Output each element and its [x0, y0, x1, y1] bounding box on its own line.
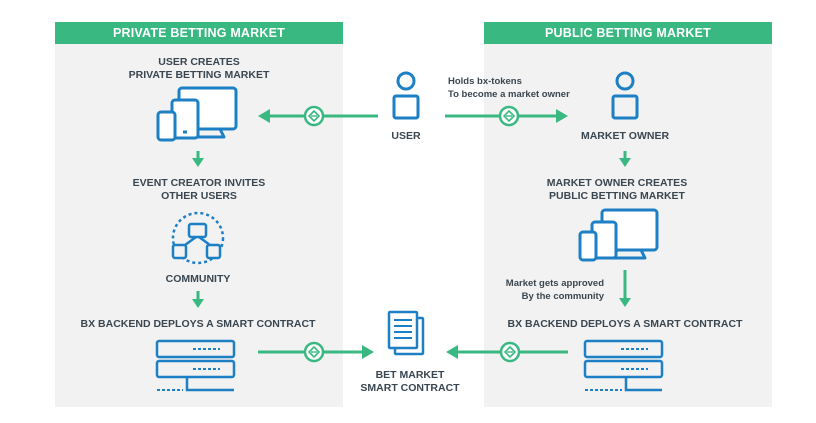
private-server-icon — [155, 339, 236, 392]
arrow-public-to-contract — [446, 341, 568, 363]
private-market-header: PRIVATE BETTING MARKET — [55, 22, 343, 44]
user-icon — [392, 71, 420, 120]
public-devices-icon — [578, 208, 659, 262]
arrow-down-owner-creates — [619, 151, 631, 167]
market-owner-label: MARKET OWNER — [580, 130, 670, 142]
private-market-panel: PRIVATE BETTING MARKET — [55, 22, 343, 407]
user-label: USER — [391, 130, 421, 142]
arrow-down-invite — [192, 151, 204, 167]
tokens-label: Holds bx-tokens To become a market owner — [448, 76, 570, 100]
contract-document-icon — [387, 310, 425, 356]
public-deploy-label: BX BACKEND DEPLOYS A SMART CONTRACT — [507, 318, 743, 330]
bet-market-contract-label: BET MARKET SMART CONTRACT — [360, 369, 460, 394]
market-owner-icon — [611, 71, 639, 120]
arrow-user-to-owner — [445, 105, 568, 127]
arrow-user-to-private — [258, 105, 378, 127]
public-create-label: MARKET OWNER CREATES PUBLIC BETTING MARK… — [546, 177, 688, 202]
devices-icon — [156, 86, 238, 142]
arrow-private-to-contract — [258, 341, 374, 363]
public-market-header: PUBLIC BETTING MARKET — [484, 22, 772, 44]
arrow-down-approval — [619, 270, 631, 307]
arrow-down-community — [192, 291, 204, 308]
approval-label: Market gets approved By the community — [505, 278, 604, 302]
private-deploy-label: BX BACKEND DEPLOYS A SMART CONTRACT — [80, 318, 316, 330]
community-icon — [171, 211, 225, 265]
community-label: COMMUNITY — [165, 273, 231, 285]
private-create-label: USER CREATES PRIVATE BETTING MARKET — [128, 56, 270, 81]
invite-users-label: EVENT CREATOR INVITES OTHER USERS — [132, 177, 266, 202]
public-server-icon — [583, 339, 664, 392]
